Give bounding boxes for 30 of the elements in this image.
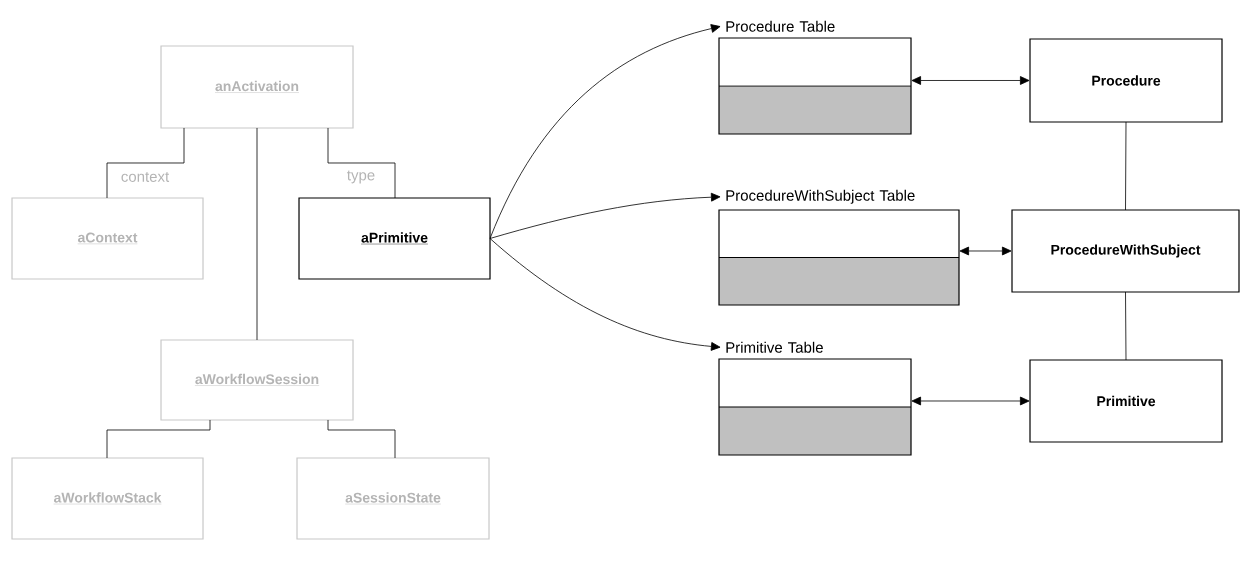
arrow: [911, 396, 1030, 406]
arrow: [489, 238, 721, 351]
connector-line: [1125, 121, 1127, 211]
node-label: Procedure Table: [726, 20, 835, 32]
edge-label: type: [345, 169, 377, 185]
arrow: [489, 24, 721, 239]
edge-label: context: [119, 171, 171, 183]
connector-line: [1125, 291, 1127, 361]
class-box: ProcedureWithSubject: [1011, 209, 1240, 293]
node-label: ProcedureWithSubject Table: [726, 189, 915, 204]
connector-line: [106, 127, 185, 199]
object-box: aWorkflowSession: [160, 339, 354, 421]
class-box: Primitive: [1029, 359, 1223, 443]
object-box: aSessionState: [296, 457, 490, 540]
object-box: aWorkflowStack: [11, 457, 204, 540]
object-box: aPrimitive: [298, 197, 491, 280]
arrow: [959, 246, 1012, 256]
arrow: [911, 76, 1030, 85]
connector-line: [106, 419, 211, 459]
table-box: ProcedureWithSubject Table: [718, 189, 960, 306]
connector-line: [327, 127, 396, 199]
table-box: Primitive Table: [718, 341, 912, 456]
connector-line: [256, 127, 258, 341]
object-box: anActivation: [160, 45, 354, 129]
arrow: [489, 192, 721, 239]
object-box: aContext: [11, 197, 204, 280]
connector-line: [327, 419, 396, 459]
node-label: Primitive Table: [726, 341, 823, 353]
table-box: Procedure Table: [718, 20, 912, 135]
class-box: Procedure: [1029, 38, 1223, 123]
